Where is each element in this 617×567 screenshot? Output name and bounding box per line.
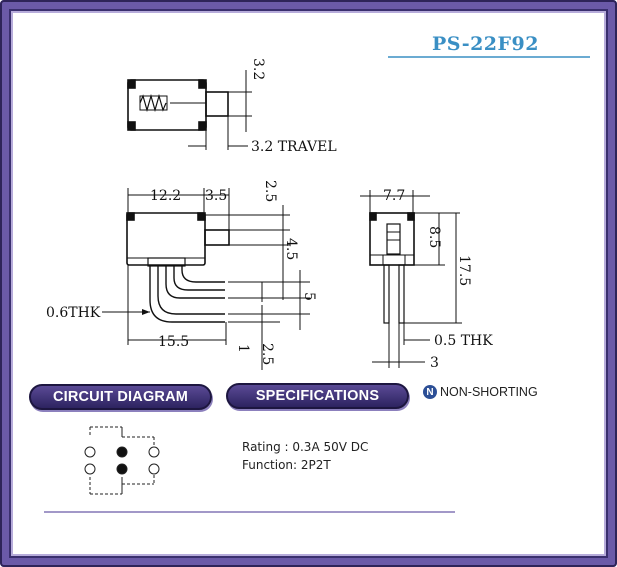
end-thk-dim: 0.5 THK — [434, 333, 493, 349]
end-total-dim: 17.5 — [456, 255, 472, 286]
side-actuator-dim: 3.5 — [205, 188, 227, 204]
terminal — [84, 463, 96, 475]
side-base-dim: 15.5 — [158, 334, 189, 350]
side-bottom-dim-1: 1 — [235, 344, 251, 353]
side-view — [102, 188, 310, 370]
end-body-dim: 8.5 — [426, 226, 442, 248]
specifications-heading: SPECIFICATIONS — [226, 383, 409, 409]
terminal-common — [116, 446, 128, 458]
rating-spec: Rating : 0.3A 50V DC — [242, 440, 369, 454]
side-top-dim: 2.5 — [262, 180, 278, 202]
circuit-diagram-heading: CIRCUIT DIAGRAM — [29, 384, 212, 410]
terminal-common — [116, 463, 128, 475]
top-view — [127, 70, 252, 150]
side-mid-dim: 4.5 — [283, 238, 299, 260]
end-width-dim: 7.7 — [383, 188, 405, 204]
side-thk-dim: 0.6THK — [46, 305, 101, 321]
side-bottom-dim-2: 2.5 — [259, 343, 275, 365]
side-pitch-dim: 5 — [301, 292, 317, 301]
terminal — [148, 463, 160, 475]
end-pin-dim: 3 — [430, 355, 439, 371]
function-spec: Function: 2P2T — [242, 458, 331, 472]
circuit-diagram — [84, 426, 160, 495]
terminal — [84, 446, 96, 458]
end-view — [360, 190, 462, 368]
travel-dim: 3.2 TRAVEL — [251, 139, 337, 155]
n-circle-icon: N — [423, 385, 437, 399]
non-shorting-badge: N NON-SHORTING — [423, 385, 538, 399]
top-height-dim: 3.2 — [250, 58, 266, 80]
part-number-title: PS-22F92 — [432, 33, 539, 55]
terminal — [148, 446, 160, 458]
contact-type-label: NON-SHORTING — [440, 385, 538, 399]
side-width-dim: 12.2 — [150, 188, 181, 204]
